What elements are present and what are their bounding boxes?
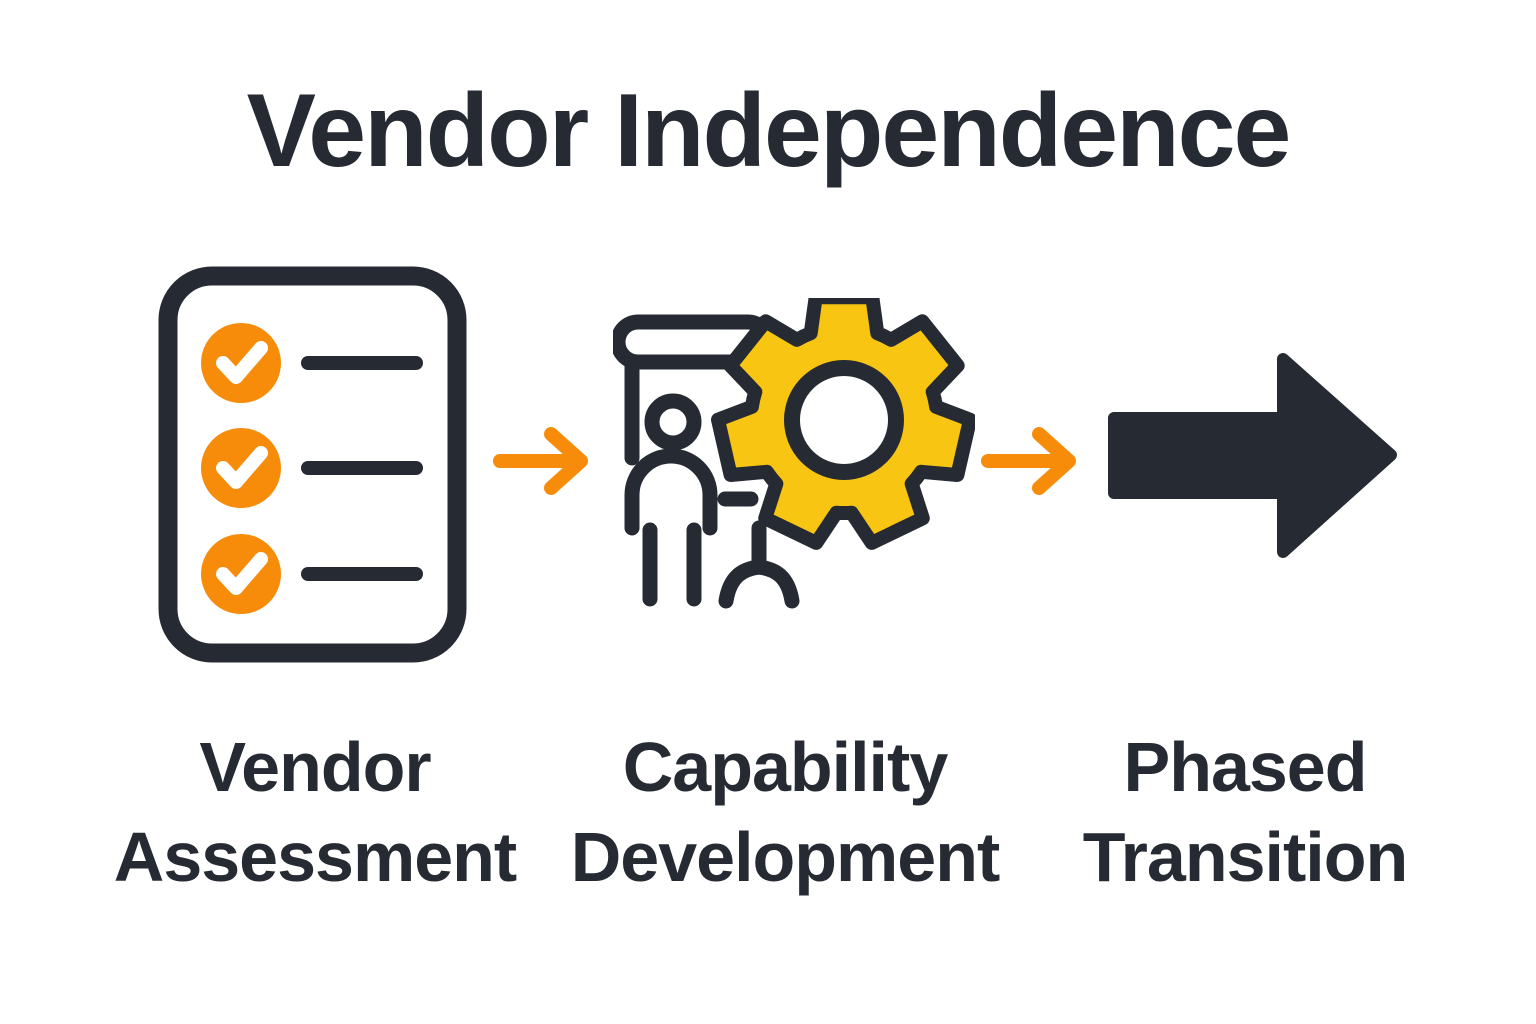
gear-hole	[784, 360, 904, 480]
stage-label-line: Phased	[1123, 728, 1368, 806]
checkmark-icon	[216, 341, 268, 384]
checkmark-icon	[216, 552, 268, 595]
diagram-title: Vendor Independence	[246, 73, 1292, 189]
arrow-head	[544, 427, 588, 495]
forward-arrow-icon	[1108, 353, 1397, 558]
stage-label-phased-transition: Phased Transition	[1035, 722, 1455, 903]
person-training-gear-icon	[613, 298, 975, 609]
stage-label-line: Vendor	[199, 728, 431, 806]
arrow-head	[1032, 427, 1076, 495]
chair-base	[718, 559, 800, 609]
stage-label-capability-development: Capability Development	[505, 722, 1065, 903]
forward-arrow-shape	[1108, 353, 1397, 558]
stage-label-line: Capability	[622, 728, 949, 806]
right-arrow-icon	[981, 427, 1076, 495]
person-head-icon	[644, 393, 702, 451]
stage-label-vendor-assessment: Vendor Assessment	[95, 722, 535, 903]
person-torso	[624, 448, 718, 536]
checklist-icon	[158, 266, 467, 663]
right-arrow-icon	[493, 427, 588, 495]
stage-label-line: Development	[570, 818, 1001, 897]
stage-label-line: Transition	[1082, 818, 1408, 897]
checkmark-icon	[216, 446, 268, 489]
stage-label-line: Assessment	[113, 818, 517, 897]
